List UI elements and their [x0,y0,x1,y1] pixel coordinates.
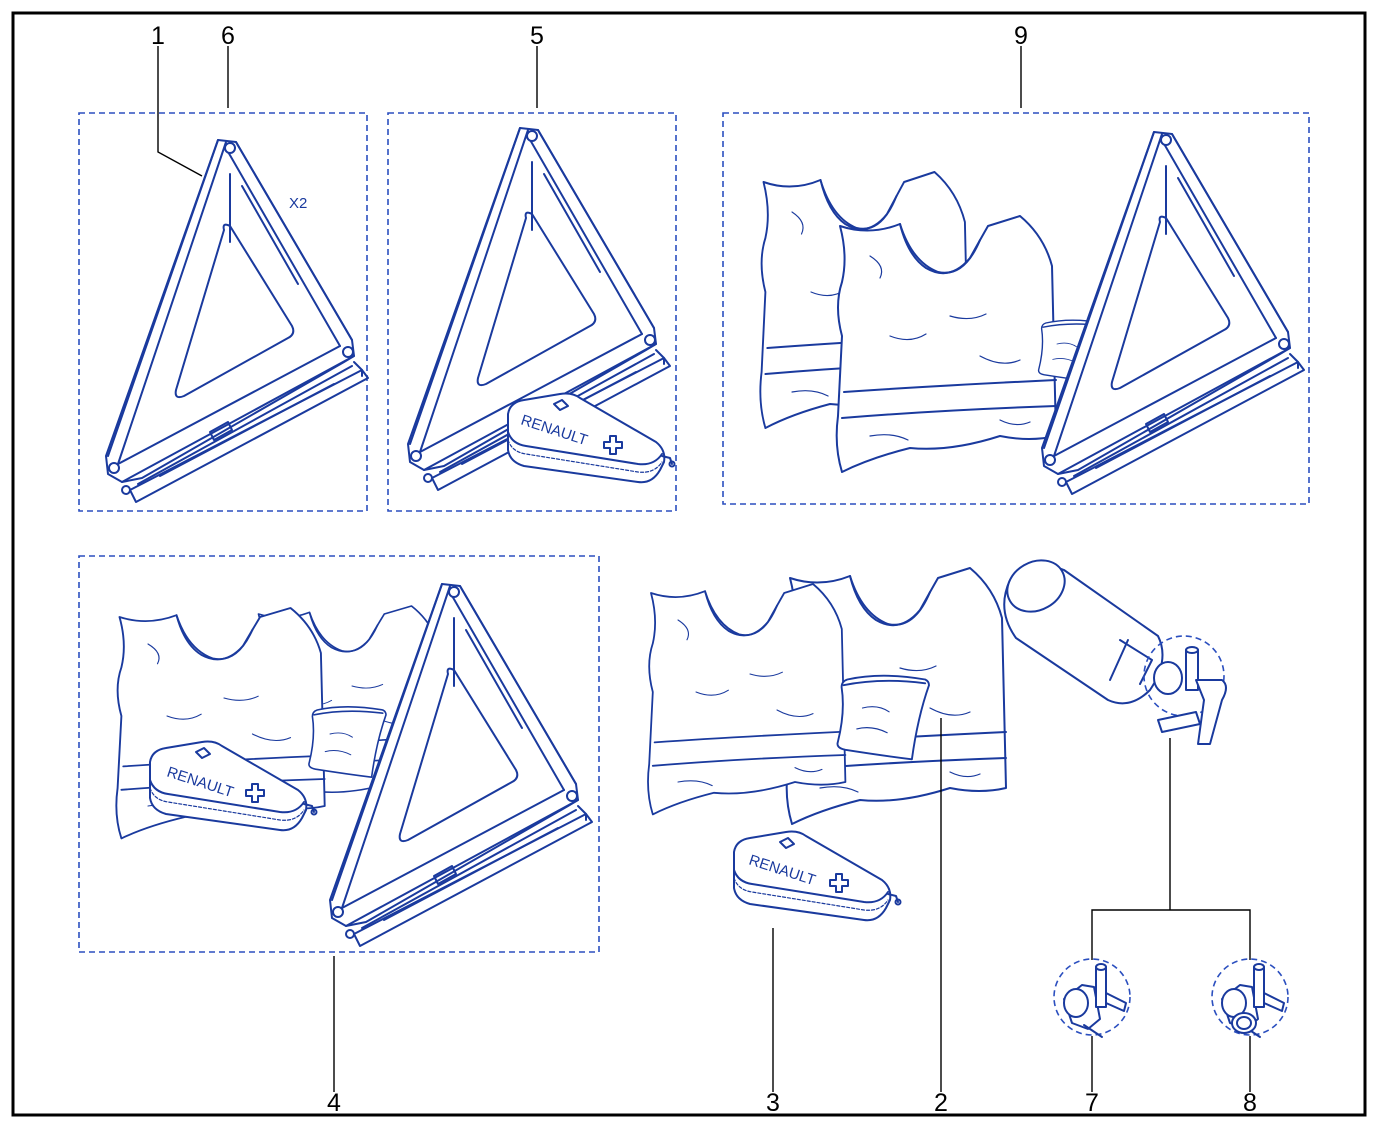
kit-5-first-aid-pouch [507,392,676,484]
group-frame-9 [722,112,1310,505]
valve-variant-8 [1211,958,1289,1038]
callout-6: 6 [221,22,235,50]
group-frame-5 [387,112,677,512]
leader-lines [157,46,1251,1092]
warning-triangle-pair [105,139,369,503]
callout-7: 7 [1085,1089,1099,1117]
fire-extinguisher [1003,559,1227,745]
callout-3: 3 [766,1089,780,1117]
callout-4: 4 [327,1089,341,1117]
callout-8: 8 [1243,1089,1257,1117]
group-frame-4 [78,555,600,953]
callout-2: 2 [934,1089,948,1117]
leader-1 [157,46,203,177]
part-2-vest-front [647,583,847,816]
kit-9-triangle [1041,131,1305,495]
part-3-first-aid-kit [733,830,902,922]
quantity-mark: X2 [289,195,307,212]
callout-1: 1 [151,22,165,50]
group-frame-6 [78,112,368,512]
valve-variant-7 [1053,958,1131,1038]
diagram-border [11,11,1367,1117]
callout-9: 9 [1014,22,1028,50]
callout-5: 5 [530,22,544,50]
leader-7-8-bracket [1091,909,1251,960]
